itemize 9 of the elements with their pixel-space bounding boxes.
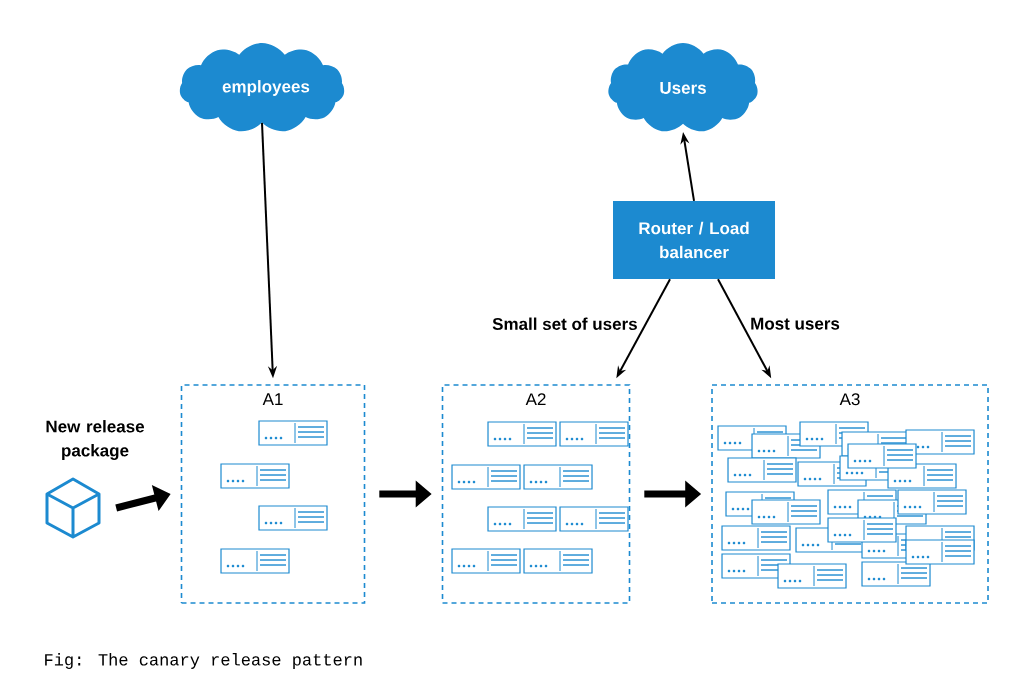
cloud: Users xyxy=(608,43,758,132)
cloud: employees xyxy=(179,43,345,132)
router-box: Router / Load balancer xyxy=(613,201,775,279)
caption: Fig: The canary release pattern xyxy=(45,653,362,669)
server-group-box: A1 xyxy=(180,384,366,604)
server-group-box: A2 xyxy=(441,384,631,604)
package-icon xyxy=(45,477,101,539)
server-group-box: A3 xyxy=(711,384,989,604)
package-label: New release package xyxy=(46,420,144,460)
